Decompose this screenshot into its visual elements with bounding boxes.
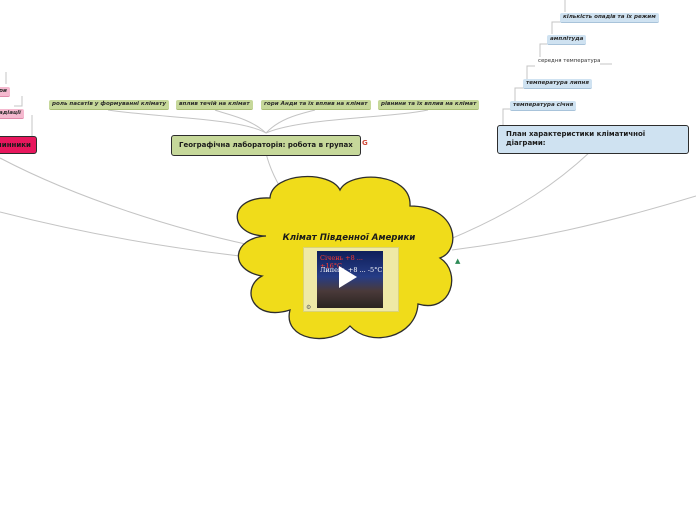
factor-item-mountains[interactable]: ри — [0, 87, 10, 97]
topic-climate-factors[interactable]: чинники — [0, 136, 37, 154]
topic-climate-diagram-plan[interactable]: План характеристики кліматичної діаграми… — [497, 125, 689, 154]
central-topic-title[interactable]: Клімат Південної Америки — [282, 233, 416, 243]
factor-item-radiation[interactable]: адіації — [0, 109, 24, 119]
video-caption-january: Січень +8 ... +16°С — [320, 254, 363, 270]
subtopic-plains[interactable]: рівнини та їх вплив на клімат — [378, 100, 480, 110]
gear-icon[interactable]: ⚙ — [306, 304, 312, 311]
plan-item-july-temperature[interactable]: температура липня — [523, 79, 592, 89]
plan-item-mean-temperature[interactable]: середня температура — [538, 58, 601, 64]
topic-geography-lab[interactable]: Географічна лабораторія: робота в групах — [171, 135, 361, 156]
subtopic-andes[interactable]: гори Анди та їх вплив на клімат — [261, 100, 371, 110]
play-icon[interactable] — [339, 266, 357, 288]
plan-item-precipitation[interactable]: кількість опадів та їх режим — [560, 13, 659, 23]
mountain-icon[interactable]: ▲ — [455, 257, 461, 265]
video-frame[interactable]: Січень +8 ... +16°С Липень +8 ... -5°С — [317, 251, 383, 308]
subtopic-trade-winds[interactable]: роль пасатів у формуванні клімату — [49, 100, 169, 110]
plan-item-amplitude[interactable]: амплітуда — [547, 35, 587, 45]
plan-item-january-temperature[interactable]: температура січня — [510, 101, 577, 111]
video-thumbnail[interactable]: Січень +8 ... +16°С Липень +8 ... -5°С ⚙ — [303, 247, 399, 312]
subtopic-currents[interactable]: вплив течій на клімат — [176, 100, 253, 110]
google-icon[interactable]: G — [362, 139, 368, 147]
